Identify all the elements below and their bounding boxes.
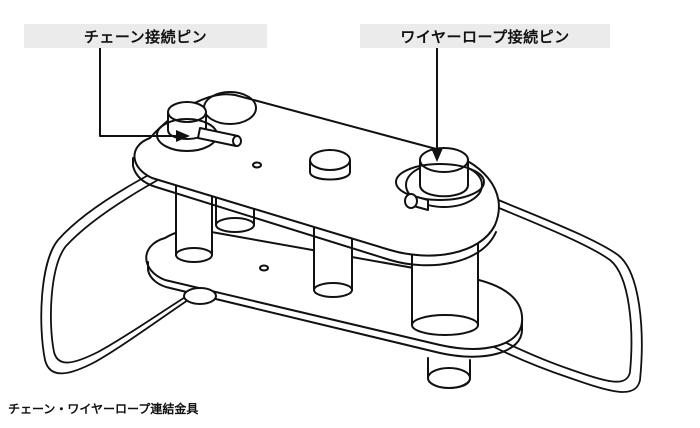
wire-pin-arrowhead (431, 148, 443, 162)
column-middle-base (313, 282, 353, 298)
bottom-boss-left (183, 287, 217, 305)
bottom-boss-right-end (427, 367, 471, 389)
chain-pin-leader (99, 47, 179, 137)
chain-pin-label: チェーン接続ピン (24, 24, 267, 48)
column-left-back-base (215, 217, 255, 233)
figure-caption: チェーン・ワイヤーロープ連結金具 (8, 402, 199, 416)
wire-pin-crossbar-end (404, 193, 418, 209)
wire-pin-ring (395, 163, 485, 201)
center-boss-top (309, 149, 351, 171)
column-right-base (411, 314, 479, 336)
wire-pin-label: ワイヤーロープ接続ピン (360, 24, 610, 48)
left-wire-loop-inner (50, 175, 204, 364)
chain-pin-crossbar-end (232, 135, 242, 147)
plate-hole (259, 264, 269, 272)
column-left-front-base (175, 247, 213, 263)
bottom-plate-edge (147, 261, 523, 358)
top-plate-edge (132, 157, 497, 267)
chain-pin-arrowhead (176, 130, 190, 142)
right-wire-loop-inner (479, 199, 633, 383)
right-wire-loop (474, 189, 643, 393)
left-wire-loop (40, 169, 201, 375)
wire-pin-head (419, 147, 469, 173)
plate-hole (252, 161, 262, 169)
chain-pin-head (167, 101, 207, 123)
